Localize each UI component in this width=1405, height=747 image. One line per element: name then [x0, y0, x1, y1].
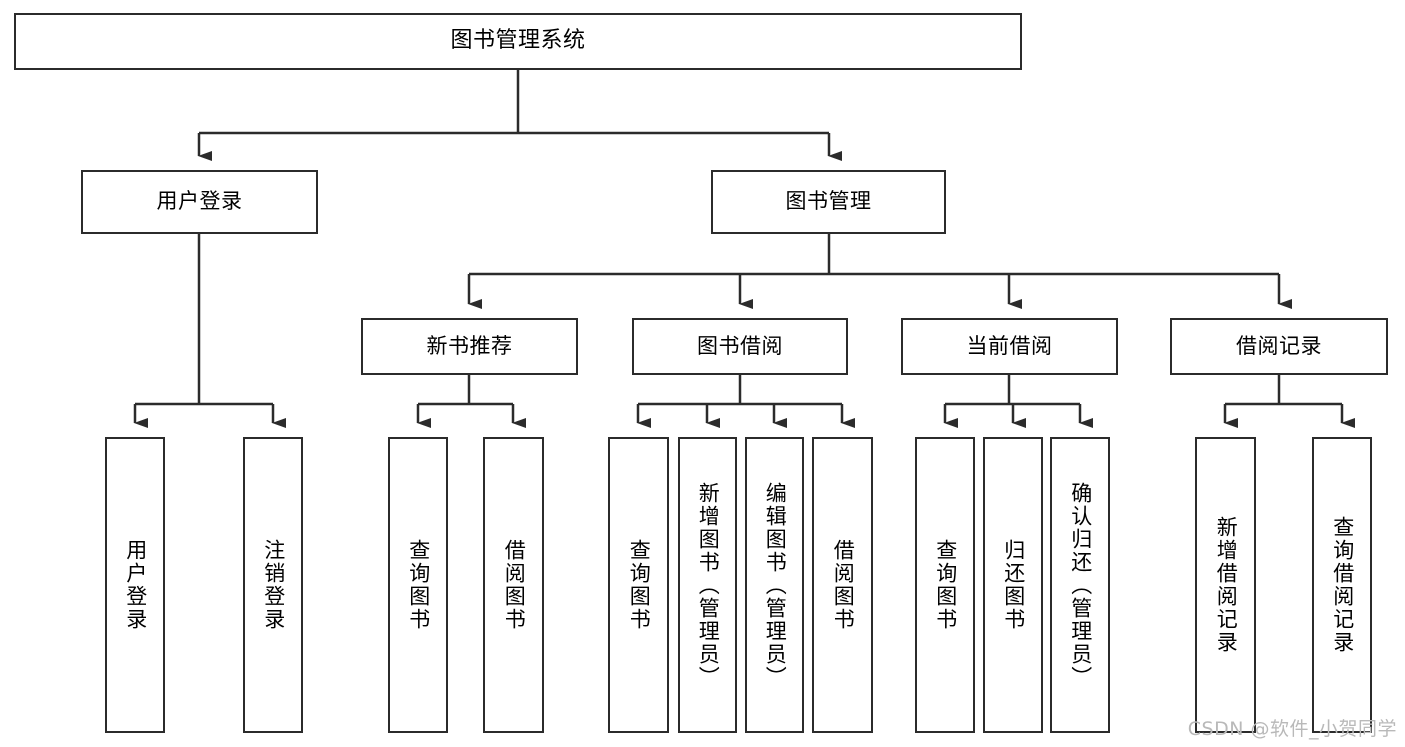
node-leaf-return-book[interactable]: 归还图书	[983, 437, 1043, 733]
node-leaf-add-borrow-record[interactable]: 新增借阅记录	[1195, 437, 1256, 733]
node-leaf-user-login[interactable]: 用户登录	[105, 437, 165, 733]
node-leaf-logout-login[interactable]: 注销登录	[243, 437, 303, 733]
node-leaf-edit-book[interactable]: 编辑图书（管理员）	[745, 437, 804, 733]
leaf-label: 归还图书	[1001, 539, 1026, 631]
node-new-book-recommend[interactable]: 新书推荐	[361, 318, 578, 375]
leaf-label: 确认归还（管理员）	[1068, 481, 1093, 689]
node-borrow-record[interactable]: 借阅记录	[1170, 318, 1388, 375]
leaf-label: 借阅图书	[831, 539, 856, 631]
leaf-label: 借阅图书	[502, 539, 527, 631]
leaf-label: 注销登录	[261, 539, 286, 631]
node-leaf-borrow-book-2[interactable]: 借阅图书	[812, 437, 873, 733]
leaf-label: 编辑图书（管理员）	[763, 481, 788, 689]
node-leaf-query-book-1[interactable]: 查询图书	[388, 437, 448, 733]
node-book-borrow[interactable]: 图书借阅	[632, 318, 848, 375]
node-root-system[interactable]: 图书管理系统	[14, 13, 1022, 70]
node-leaf-confirm-return[interactable]: 确认归还（管理员）	[1050, 437, 1110, 733]
node-leaf-query-borrow-record[interactable]: 查询借阅记录	[1312, 437, 1372, 733]
leaf-label: 用户登录	[123, 539, 148, 631]
leaf-label: 新增借阅记录	[1214, 516, 1239, 654]
node-current-borrow[interactable]: 当前借阅	[901, 318, 1118, 375]
node-leaf-query-book-2[interactable]: 查询图书	[608, 437, 669, 733]
node-leaf-query-book-3[interactable]: 查询图书	[915, 437, 975, 733]
leaf-label: 查询借阅记录	[1330, 516, 1355, 654]
node-leaf-borrow-book-1[interactable]: 借阅图书	[483, 437, 544, 733]
node-user-login[interactable]: 用户登录	[81, 170, 318, 234]
leaf-label: 查询图书	[933, 539, 958, 631]
leaf-label: 新增图书（管理员）	[696, 481, 721, 689]
leaf-label: 查询图书	[406, 539, 431, 631]
watermark-text: CSDN @软件_小贺同学	[1187, 718, 1397, 740]
node-leaf-add-book[interactable]: 新增图书（管理员）	[678, 437, 737, 733]
node-book-manage[interactable]: 图书管理	[711, 170, 946, 234]
leaf-label: 查询图书	[627, 539, 652, 631]
